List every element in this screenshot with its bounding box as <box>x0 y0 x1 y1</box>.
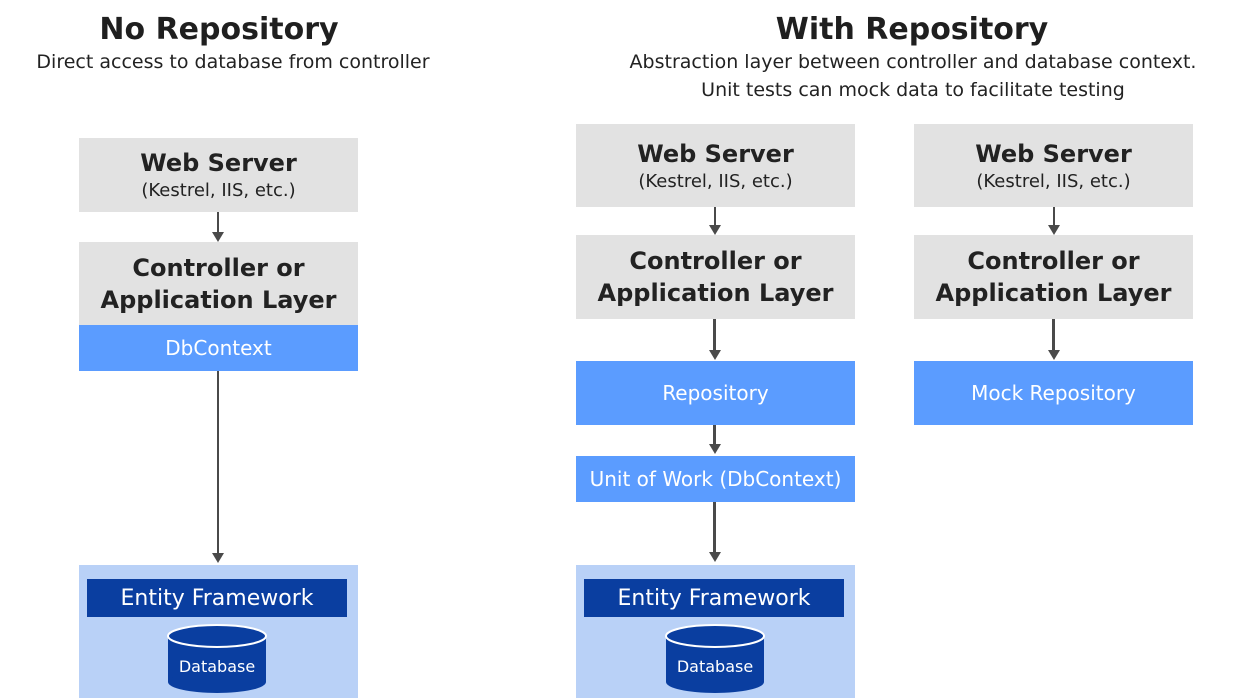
database-label: Database <box>676 657 754 676</box>
right-col1-connector-1 <box>714 207 716 225</box>
web-server-subtitle: (Kestrel, IIS, etc.) <box>141 180 296 201</box>
left-entity-framework: Entity Framework <box>87 579 347 617</box>
controller-line1: Controller or <box>967 247 1140 275</box>
controller-line2: Application Layer <box>100 285 337 314</box>
with-repository-title: With Repository <box>775 12 1049 47</box>
right-col1-arrow-head-1 <box>709 225 721 235</box>
right-col1-arrow-head-2 <box>709 350 721 360</box>
with-repository-subtitle-2: Unit tests can mock data to facilitate t… <box>701 79 1125 101</box>
unit-of-work-label: Unit of Work (DbContext) <box>589 467 842 491</box>
controller-line1: Controller or <box>132 253 305 282</box>
left-database-icon: Database <box>167 624 267 694</box>
controller-line2: Application Layer <box>935 279 1172 307</box>
left-arrow-head-2 <box>212 553 224 563</box>
right-col1-repository-box: Repository <box>576 361 855 425</box>
right-col2-connector-2 <box>1052 319 1055 350</box>
dbcontext-label: DbContext <box>165 336 272 360</box>
with-repository-subtitle-1: Abstraction layer between controller and… <box>629 51 1197 73</box>
web-server-subtitle: (Kestrel, IIS, etc.) <box>976 170 1131 192</box>
right-col1-connector-2 <box>713 319 716 350</box>
web-server-title: Web Server <box>637 139 794 168</box>
right-col2-arrow-head-2 <box>1048 350 1060 360</box>
web-server-title: Web Server <box>140 149 297 177</box>
right-col1-database-icon: Database <box>665 624 765 694</box>
right-col1-arrow-head-3 <box>709 444 721 454</box>
mock-repository-label: Mock Repository <box>971 381 1136 405</box>
right-col1-connector-4 <box>713 502 716 552</box>
right-col1-connector-3 <box>713 425 716 444</box>
right-col1-unit-of-work-box: Unit of Work (DbContext) <box>576 456 855 502</box>
left-arrow-head-1 <box>212 232 224 242</box>
right-col2-mock-repository-box: Mock Repository <box>914 361 1193 425</box>
web-server-subtitle: (Kestrel, IIS, etc.) <box>638 170 793 192</box>
no-repository-title: No Repository <box>99 12 339 47</box>
right-col1-controller-box: Controller or Application Layer <box>576 235 855 319</box>
controller-line1: Controller or <box>629 247 802 275</box>
entity-framework-label: Entity Framework <box>617 585 811 611</box>
right-col1-web-server-box: Web Server (Kestrel, IIS, etc.) <box>576 124 855 207</box>
right-col2-arrow-head-1 <box>1048 225 1060 235</box>
right-col2-connector-1 <box>1053 207 1055 225</box>
database-label: Database <box>178 657 256 676</box>
right-col1-entity-framework: Entity Framework <box>584 579 844 617</box>
left-dbcontext-box: DbContext <box>79 325 358 371</box>
right-col2-web-server-box: Web Server (Kestrel, IIS, etc.) <box>914 124 1193 207</box>
right-col2-controller-box: Controller or Application Layer <box>914 235 1193 319</box>
left-connector-2 <box>217 371 219 553</box>
right-col1-arrow-head-4 <box>709 552 721 562</box>
entity-framework-label: Entity Framework <box>120 585 314 611</box>
no-repository-subtitle: Direct access to database from controlle… <box>36 51 430 73</box>
left-controller-box: Controller or Application Layer <box>79 242 358 325</box>
left-connector-1 <box>217 212 219 232</box>
repository-label: Repository <box>662 381 769 405</box>
left-web-server-box: Web Server (Kestrel, IIS, etc.) <box>79 138 358 212</box>
web-server-title: Web Server <box>975 139 1132 168</box>
controller-line2: Application Layer <box>597 279 834 307</box>
